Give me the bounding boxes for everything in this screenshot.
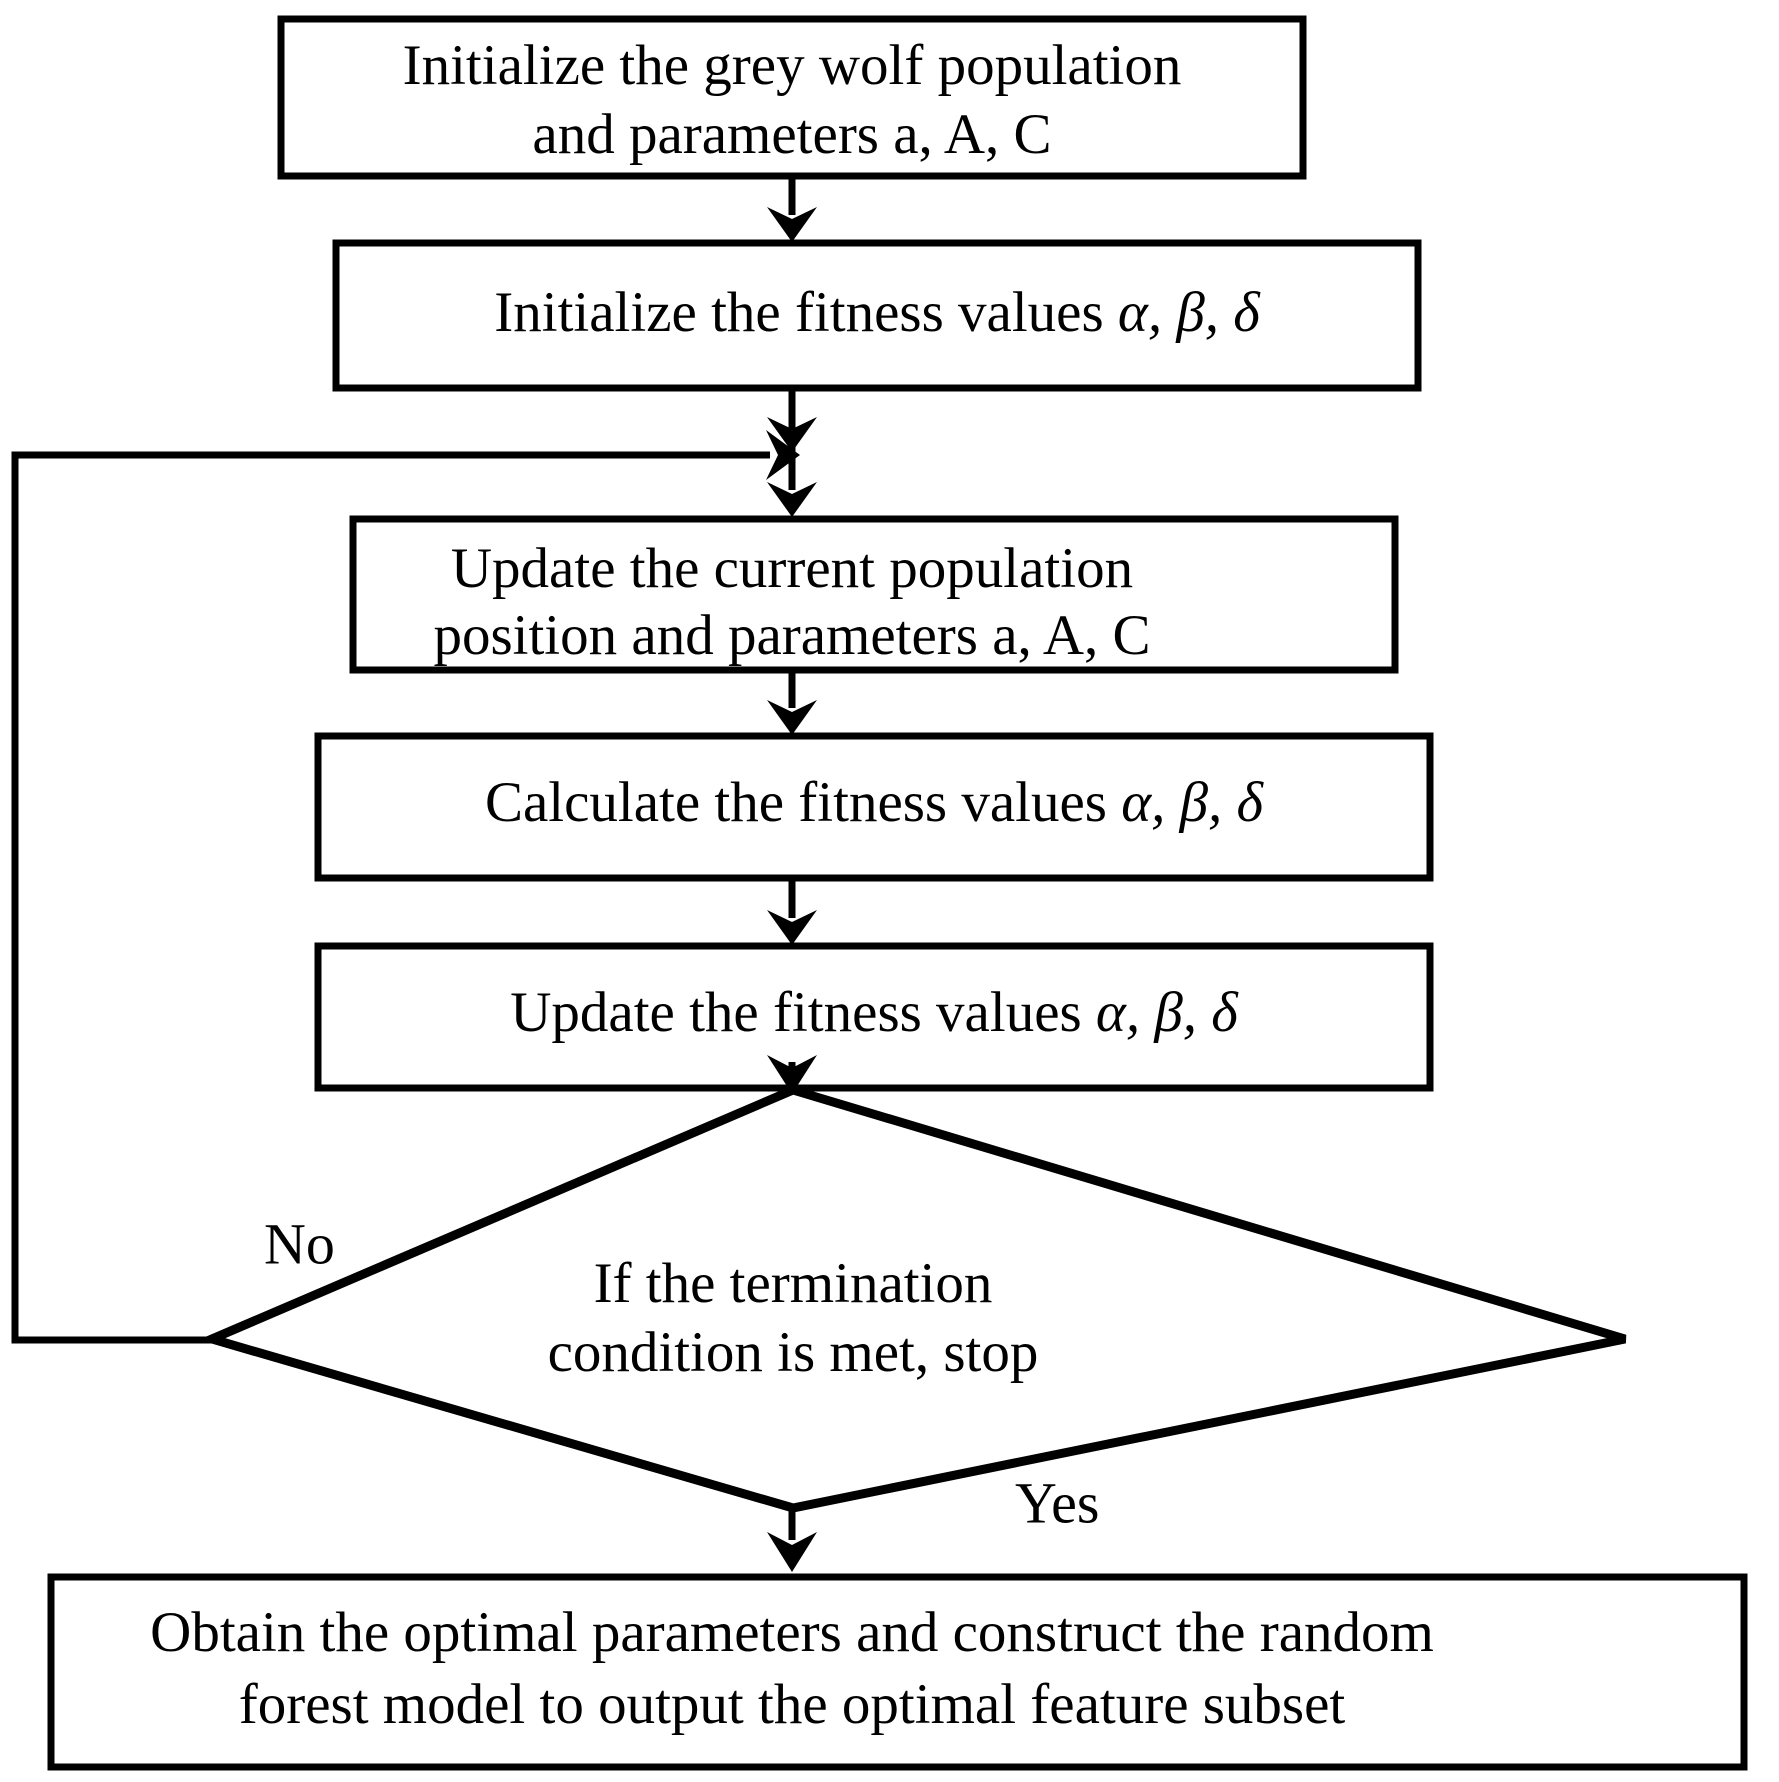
node-init-population-line-1: Initialize the grey wolf population	[403, 34, 1182, 97]
node-init-fitness-plain: Initialize the fitness values	[494, 281, 1118, 344]
edge-yes-to-obtain-optimal	[767, 1508, 817, 1572]
edge-label-no: No	[264, 1211, 335, 1276]
node-update-fitness-plain: Update the fitness values	[510, 981, 1096, 1044]
edge-init-fitness-to-update-population	[767, 388, 817, 517]
node-init-population-line-2: and parameters a, A, C	[532, 103, 1051, 166]
node-init-population	[277, 15, 1307, 180]
node-termination-decision-line-1: If the termination	[594, 1252, 993, 1315]
node-update-population	[349, 515, 1399, 674]
node-calculate-fitness-greek: α, β, δ	[1121, 771, 1264, 834]
node-update-population-line-1: Update the current population	[451, 537, 1133, 600]
node-update-fitness-greek: α, β, δ	[1096, 981, 1239, 1044]
edge-update-fitness-to-decision	[767, 1055, 817, 1094]
node-init-fitness	[332, 239, 1422, 392]
node-calculate-fitness-plain: Calculate the fitness values	[485, 771, 1121, 834]
edge-calculate-fitness-to-update-fitness	[767, 878, 817, 945]
node-calculate-fitness-line-1: Calculate the fitness values α, β, δ	[485, 771, 1265, 834]
node-calculate-fitness	[314, 732, 1434, 882]
edge-no-feedback-loop	[11, 430, 800, 1344]
node-update-fitness-line-1: Update the fitness values α, β, δ	[510, 981, 1239, 1044]
edge-label-yes: Yes	[1015, 1470, 1099, 1535]
node-init-fitness-line-1: Initialize the fitness values α, β, δ	[494, 281, 1261, 344]
node-init-fitness-greek: α, β, δ	[1118, 281, 1261, 344]
node-termination-decision-line-2: condition is met, stop	[548, 1321, 1039, 1384]
edge-init-population-to-init-fitness	[767, 176, 817, 242]
node-obtain-optimal	[47, 1573, 1748, 1771]
node-update-fitness	[314, 942, 1434, 1092]
node-obtain-optimal-line-2: forest model to output the optimal featu…	[239, 1673, 1346, 1736]
node-update-population-line-2: position and parameters a, A, C	[433, 604, 1150, 667]
edge-update-population-to-calculate-fitness	[767, 670, 817, 735]
node-obtain-optimal-line-1: Obtain the optimal parameters and constr…	[150, 1601, 1434, 1664]
